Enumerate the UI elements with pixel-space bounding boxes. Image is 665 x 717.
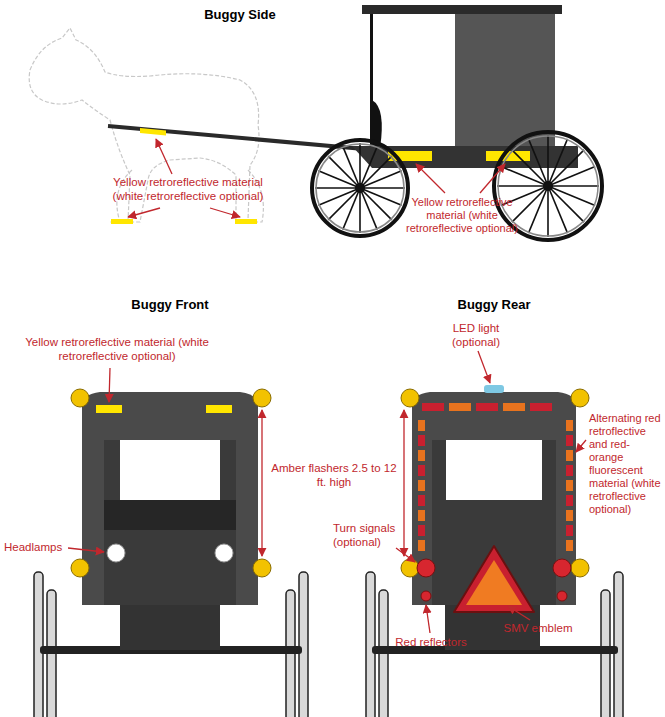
callout-label: SMV emblem	[500, 622, 576, 636]
spoke	[359, 143, 361, 188]
strip-segment	[566, 480, 573, 491]
top-strip	[422, 403, 552, 411]
callout-label: LED light (optional)	[436, 322, 516, 349]
front-body	[82, 392, 258, 605]
leg-band	[111, 219, 133, 224]
front-window	[120, 440, 220, 500]
strip-segment	[566, 420, 573, 431]
spoke	[318, 188, 360, 205]
wheel-spokes	[315, 143, 405, 233]
front-wheel	[312, 140, 408, 236]
spoke	[360, 187, 405, 189]
spoke	[360, 188, 377, 230]
spoke	[328, 156, 360, 188]
spoke	[512, 186, 548, 222]
strip-segment	[566, 435, 573, 446]
spoke	[328, 188, 360, 220]
strip-segment	[418, 420, 425, 431]
view-title: Buggy Rear	[444, 298, 544, 312]
leader-lines	[68, 368, 262, 556]
strip-segment	[418, 480, 425, 491]
strip-segment	[418, 495, 425, 506]
spoke	[360, 156, 392, 188]
front-band	[96, 405, 122, 413]
rear-window	[446, 440, 542, 500]
spoke	[497, 185, 548, 187]
view-title: Buggy Front	[120, 298, 220, 312]
spoke	[360, 171, 402, 188]
spoke	[359, 188, 361, 233]
strip-segment	[566, 450, 573, 461]
view-title: Buggy Side	[190, 8, 290, 22]
front-opening	[104, 440, 236, 605]
headlamps	[107, 544, 233, 562]
spoke	[548, 186, 568, 233]
leader-lines	[396, 351, 586, 633]
side-strips	[418, 420, 573, 551]
spoke	[360, 188, 392, 220]
callout-label: Turn signals (optional)	[333, 522, 401, 549]
turn-signals	[417, 559, 571, 577]
rear-body	[412, 392, 576, 605]
wheel-spokes	[497, 135, 599, 237]
shaft-band	[140, 128, 166, 135]
spoke	[343, 146, 360, 188]
strip-segment	[418, 435, 425, 446]
cab-side	[455, 14, 555, 146]
strip-segment	[418, 510, 425, 521]
strip-segment	[566, 495, 573, 506]
callout-label: Yellow retroreflective material (white r…	[100, 176, 276, 203]
rear-amber-flashers	[401, 389, 589, 577]
spoke	[547, 186, 549, 237]
amber-flashers	[71, 389, 271, 577]
strip-segment	[418, 450, 425, 461]
callout-label: Headlamps	[4, 541, 70, 555]
spoke	[548, 150, 584, 186]
callout-label: Amber flashers 2.5 to 12 ft. high	[268, 462, 400, 489]
red-reflectors	[421, 591, 567, 601]
strip-segment	[566, 510, 573, 521]
led-light	[484, 385, 504, 393]
callout-label: Yellow retroreflective material (white r…	[402, 196, 522, 235]
smv-emblem	[454, 546, 534, 612]
strip-segment	[418, 465, 425, 476]
strip-segment	[418, 525, 425, 536]
callout-label: Yellow retroreflective material (white r…	[22, 336, 212, 363]
spoke	[547, 135, 549, 186]
spoke	[548, 186, 584, 222]
callout-label: Alternating red retroflective and red-or…	[589, 412, 663, 516]
front-seat	[104, 500, 236, 530]
front-band	[206, 405, 232, 413]
spoke	[512, 150, 548, 186]
rear-panel	[432, 440, 556, 605]
strip-segment	[418, 540, 425, 551]
strip-segment	[566, 525, 573, 536]
spoke	[548, 166, 595, 186]
callout-label: Red reflectors	[395, 636, 467, 650]
spoke	[528, 139, 548, 186]
spoke	[315, 187, 360, 189]
front-undercarriage	[120, 600, 220, 650]
strip-segment	[566, 465, 573, 476]
roof	[362, 5, 562, 14]
strip-segment	[566, 540, 573, 551]
leg-band	[235, 219, 257, 224]
spoke	[548, 185, 599, 187]
